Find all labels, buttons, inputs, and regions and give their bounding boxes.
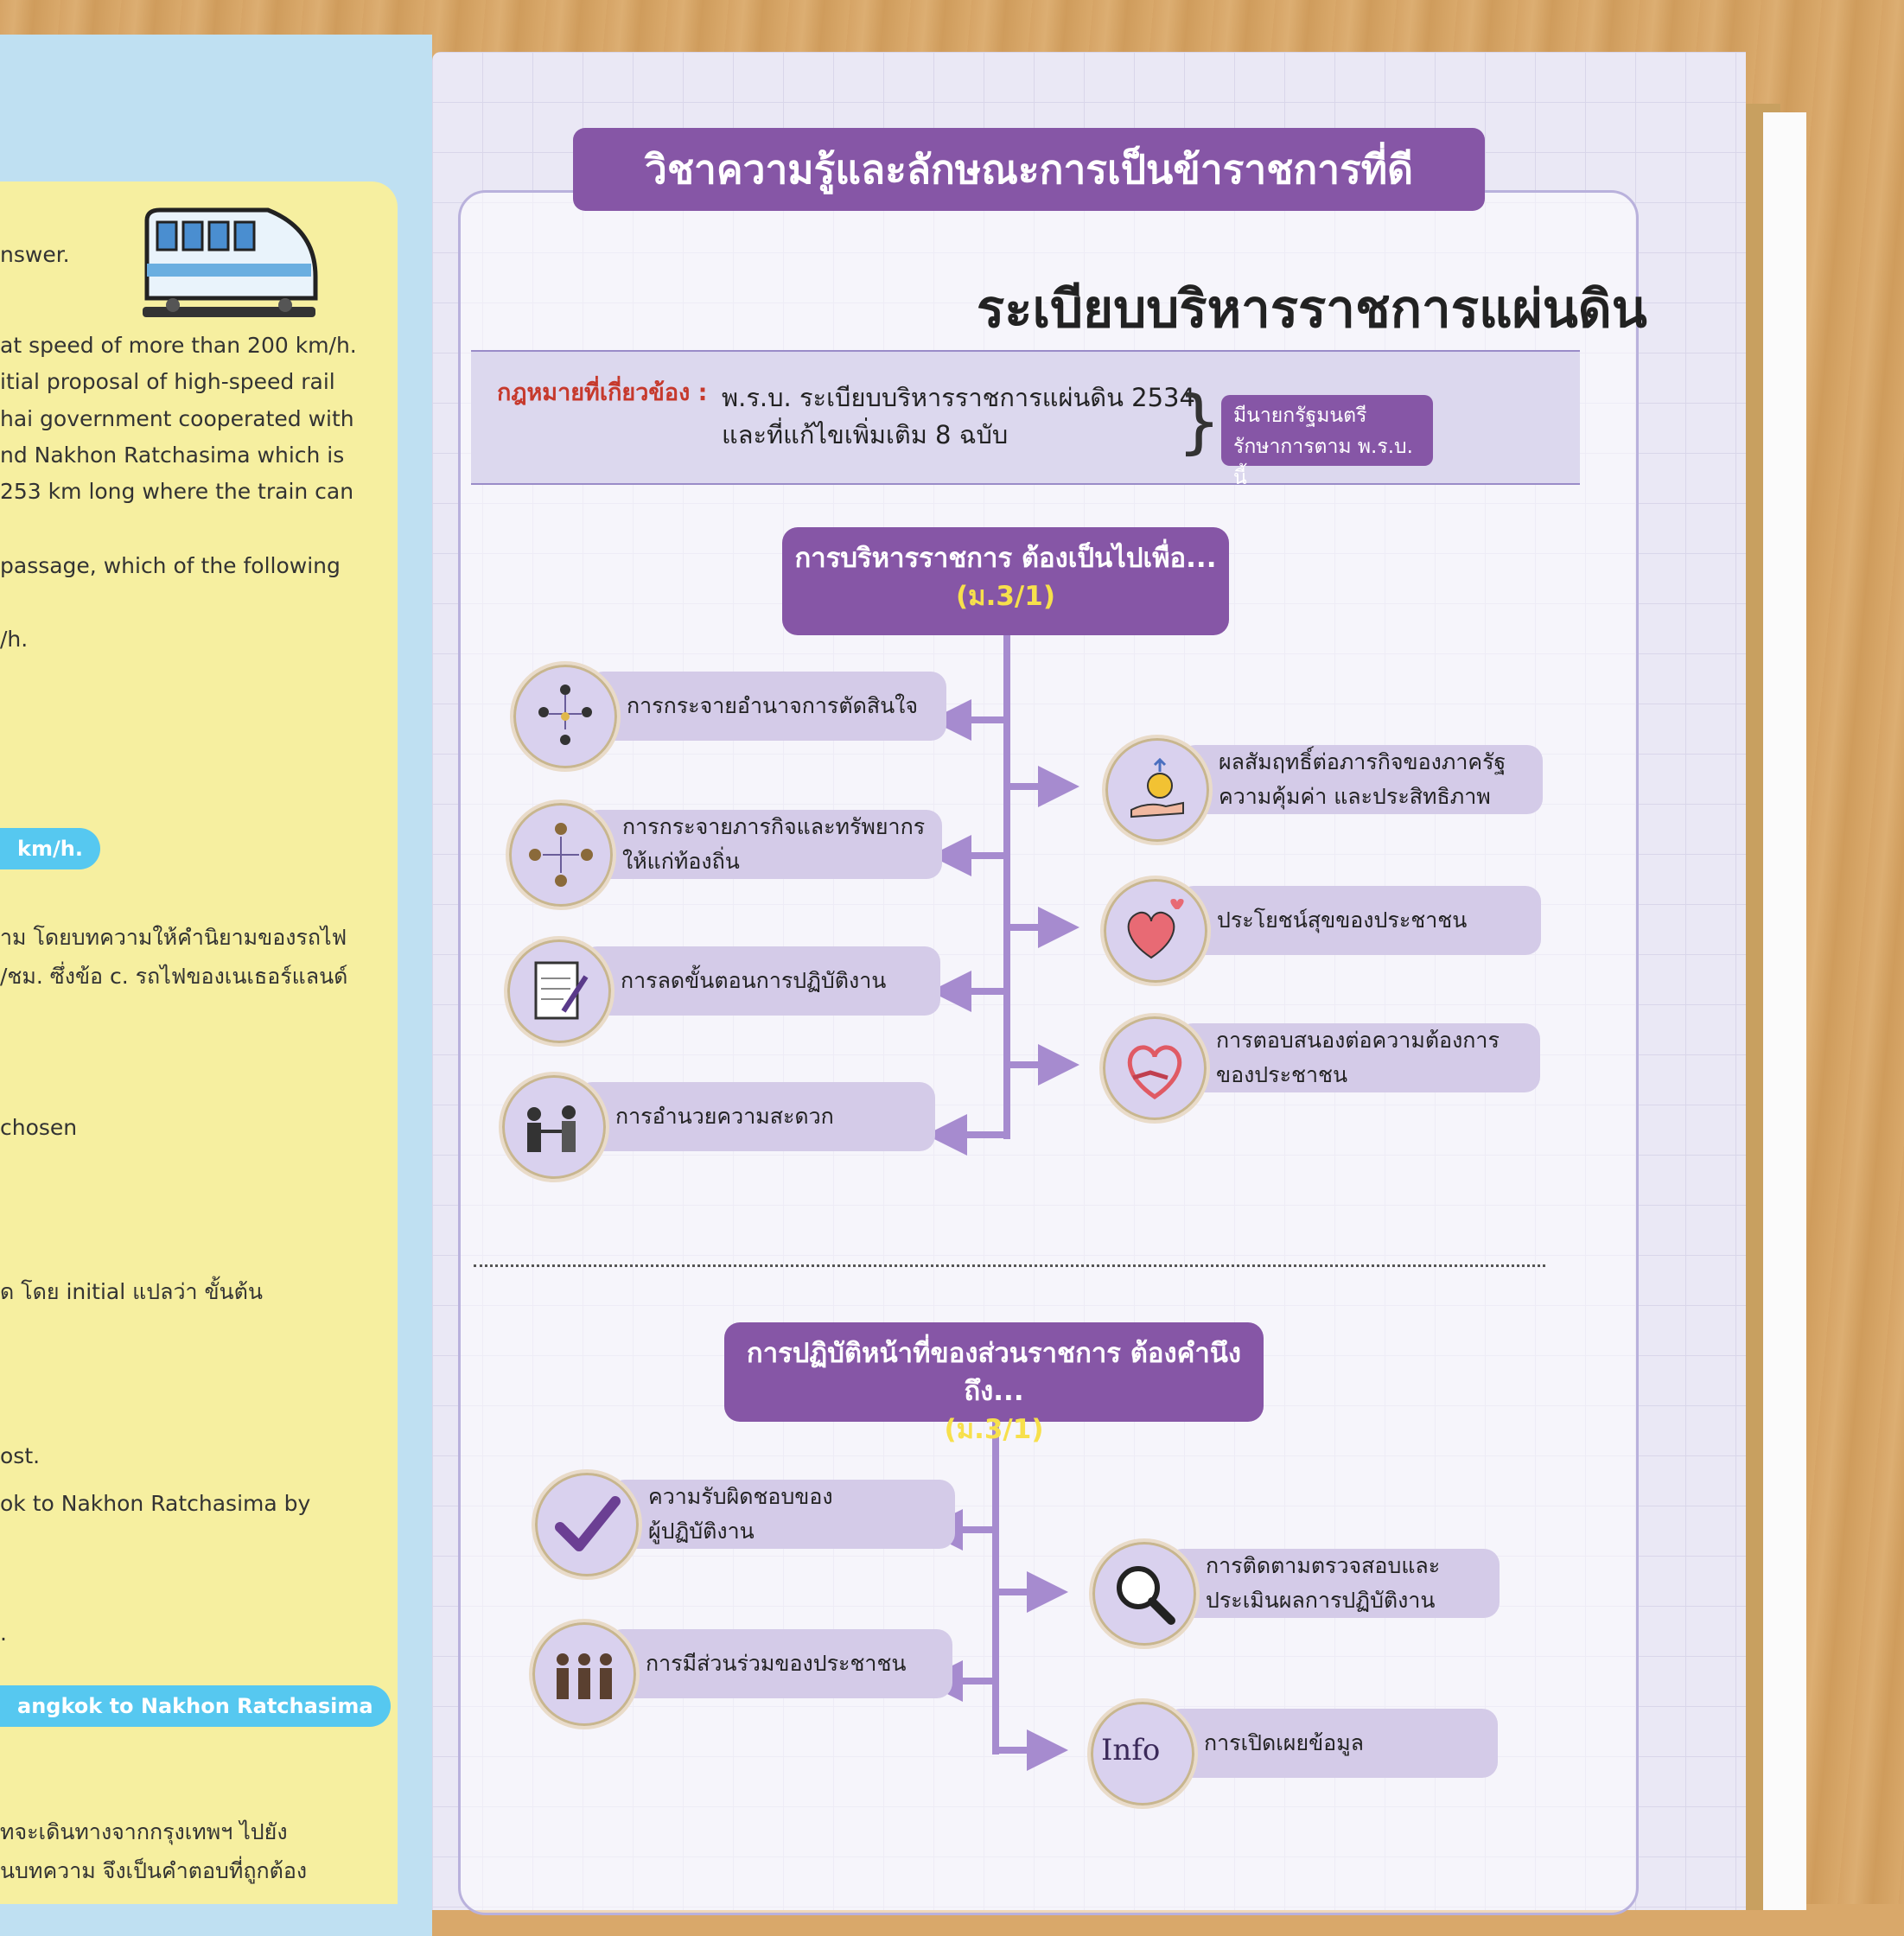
section2-ref: (ม.3/1) [944, 1414, 1044, 1445]
item-label: ประโยชน์สุขของประชาชน [1217, 908, 1468, 933]
left-text-line: ok to Nakhon Ratchasima by [0, 1491, 311, 1516]
left-text-line: /h. [0, 627, 29, 652]
subject-title: วิชาความรู้และลักษณะการเป็นข้าราชการที่ด… [573, 128, 1485, 211]
item-label: การกระจายอำนาจการตัดสินใจ [627, 693, 919, 718]
law-label: กฎหมายที่เกี่ยวข้อง : [497, 379, 708, 406]
item-label-2: ผู้ปฏิบัติงาน [648, 1519, 755, 1544]
left-text-line: nswer. [0, 242, 70, 267]
pm-box: มีนายกรัฐมนตรี รักษาการตาม พ.ร.บ. นี้ [1221, 395, 1433, 489]
item-label-2: ของประชาชน [1216, 1062, 1348, 1087]
left-text-line: ost. [0, 1443, 41, 1468]
checkmark-icon [555, 1496, 621, 1551]
item-label: การเปิดเผยข้อมูล [1204, 1730, 1364, 1755]
train-icon [143, 207, 318, 317]
item-label: การกระจายภารกิจและทรัพยากร [622, 814, 926, 839]
page-stack [1763, 112, 1806, 1910]
magnifier-icon [1117, 1566, 1175, 1625]
pm-line-2: รักษาการตาม พ.ร.บ. นี้ [1233, 436, 1413, 489]
item-label-2: ความคุ้มค่า และประสิทธิภาพ [1219, 784, 1491, 809]
notepad-pencil-icon [534, 961, 589, 1020]
item-label: ความรับผิดชอบของ [648, 1484, 833, 1509]
item-label: การอำนวยความสะดวก [615, 1104, 834, 1129]
left-text-line: hai government cooperated with [0, 406, 354, 431]
section1-ref: (ม.3/1) [955, 581, 1055, 612]
info-icon-text: Info [1101, 1733, 1161, 1767]
left-text-line: นบทความ จึงเป็นคำตอบที่ถูกต้อง [0, 1858, 308, 1883]
section-divider [474, 1264, 1545, 1267]
item-label: การตอบสนองต่อความต้องการ [1216, 1028, 1500, 1053]
hand-coin-icon [1130, 757, 1184, 818]
network-people-icon [538, 685, 592, 745]
pm-line-1: มีนายกรัฐมนตรี [1233, 404, 1367, 427]
item-label: การมีส่วนร่วมของประชาชน [646, 1651, 907, 1676]
left-text-line: at speed of more than 200 km/h. [0, 333, 357, 358]
section2-heading: การปฏิบัติหน้าที่ของส่วนราชการ ต้องคำนึง… [724, 1322, 1264, 1445]
section1-heading-text: การบริหารราชการ ต้องเป็นไปเพื่อ... [794, 543, 1217, 574]
left-text-line: ุด โดย initial แปลว่า ขั้นต้น [0, 1279, 263, 1304]
heart-handshake-icon [1127, 1045, 1182, 1100]
left-text-line: าม โดยบทความให้คำนิยามของรถไฟ [0, 925, 347, 950]
left-text-line: nd Nakhon Ratchasima which is [0, 443, 345, 468]
info-icon: Info [1101, 1733, 1160, 1767]
law-line-1: พ.ร.บ. ระเบียบบริหารราชการแผ่นดิน 2534 [722, 383, 1195, 412]
page-title: ระเบียบบริหารราชการแผ่นดิน [977, 279, 1647, 340]
left-text-line: passage, which of the following [0, 553, 341, 578]
highlight-route: angkok to Nakhon Ratchasima [0, 1685, 391, 1727]
left-text-line: itial proposal of high-speed rail [0, 369, 335, 394]
heart-icon [1127, 899, 1184, 959]
left-text-line: 253 km long where the train can [0, 479, 354, 504]
left-text-line: chosen [0, 1115, 78, 1140]
law-line-2: และที่แก้ไขเพิ่มเติม 8 ฉบับ [722, 420, 1009, 449]
brace: } [1177, 381, 1221, 462]
resource-distribution-icon [529, 823, 593, 887]
section1-heading: การบริหารราชการ ต้องเป็นไปเพื่อ... (ม.3/… [782, 527, 1229, 635]
item-label: ผลสัมฤทธิ์ต่อภารกิจของภาครัฐ [1219, 749, 1506, 774]
highlight-speed: km/h. [0, 828, 100, 869]
people-group-icon [557, 1653, 612, 1699]
item-label: การลดขั้นตอนการปฏิบัติงาน [621, 968, 887, 993]
item-label: การติดตามตรวจสอบและ [1206, 1553, 1441, 1578]
item-label-2: ประเมินผลการปฏิบัติงาน [1206, 1588, 1436, 1613]
item-label-2: ให้แก่ท้องถิ่น [622, 849, 740, 874]
left-page-content: nswer. at speed of more than 200 km/h. iti… [0, 182, 398, 1904]
left-text-line: ทจะเดินทางจากกรุงเทพฯ ไปยัง [0, 1819, 288, 1844]
left-text-line: /ชม. ซึ่งข้อ c. รถไฟของเนเธอร์แลนด์ [0, 964, 348, 989]
handshake-people-icon [527, 1105, 576, 1152]
section2-heading-text: การปฏิบัติหน้าที่ของส่วนราชการ ต้องคำนึง… [746, 1338, 1242, 1407]
left-text-line: . [0, 1621, 7, 1646]
